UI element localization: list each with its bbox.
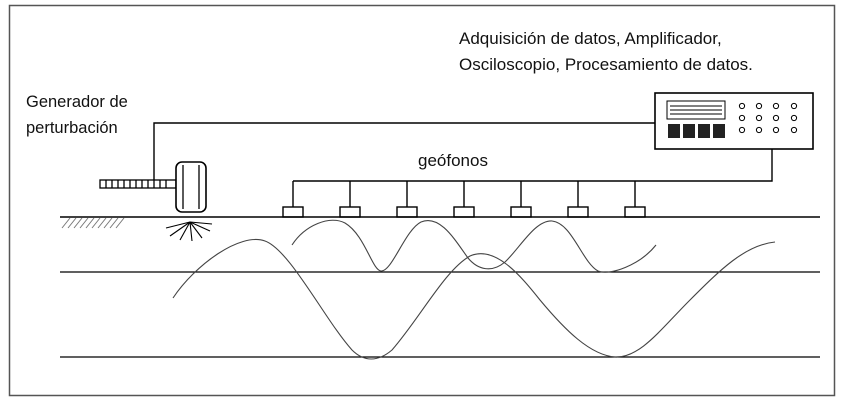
acquisition-label-line1: Adquisición de datos, Amplificador, [459,29,722,48]
impact-burst [165,221,213,242]
geophones-label: geófonos [418,151,488,170]
deep-wave [172,239,776,360]
instrument-knobs [738,102,798,134]
diagram-frame [8,4,836,397]
generator-label-line2: perturbación [26,119,118,137]
acquisition-instrument [654,92,814,150]
geophone-array [282,181,646,218]
acquisition-label-line2: Osciloscopio, Procesamiento de datos. [459,55,753,74]
generator-cable [153,122,655,180]
shallow-wave [291,219,657,273]
disturbance-generator [99,161,207,213]
generator-label-line1: Generador de [26,93,128,111]
ground-hatching [61,217,125,229]
geophone-cable [293,149,773,182]
